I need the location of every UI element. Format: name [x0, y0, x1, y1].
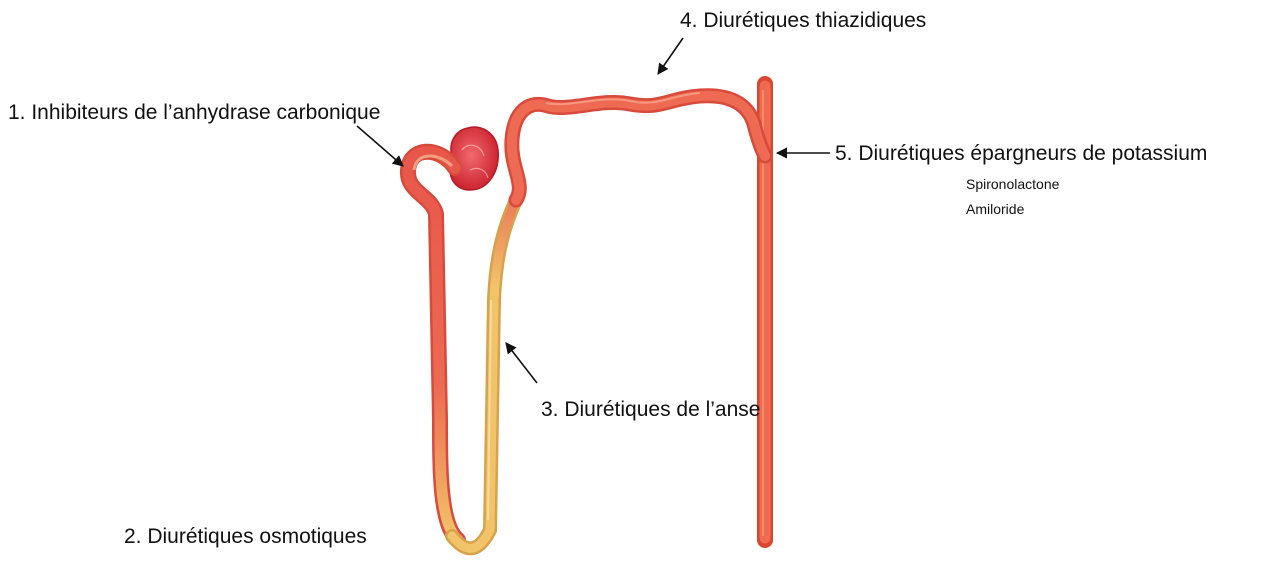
- arrow-thiazidiques: [658, 38, 683, 74]
- label-diuretiques-anse: 3. Diurétiques de l’anse: [541, 398, 760, 421]
- label-amiloride: Amiloride: [966, 201, 1025, 217]
- proximal-tubule: [408, 152, 458, 540]
- label-spironolactone: Spironolactone: [966, 176, 1060, 192]
- label-diuretiques-osmotiques: 2. Diurétiques osmotiques: [124, 525, 367, 548]
- distal-tubule: [512, 93, 765, 200]
- label-diuretiques-epargneurs: 5. Diurétiques épargneurs de potassium: [835, 142, 1207, 165]
- label-inhibiteurs-anhydrase: 1. Inhibiteurs de l’anhydrase carbonique: [8, 101, 380, 124]
- arrow-anse: [506, 343, 537, 383]
- loop-of-henle: [452, 200, 516, 548]
- label-diuretiques-thiazidiques: 4. Diurétiques thiazidiques: [680, 9, 926, 32]
- arrow-inhibiteurs: [357, 126, 403, 166]
